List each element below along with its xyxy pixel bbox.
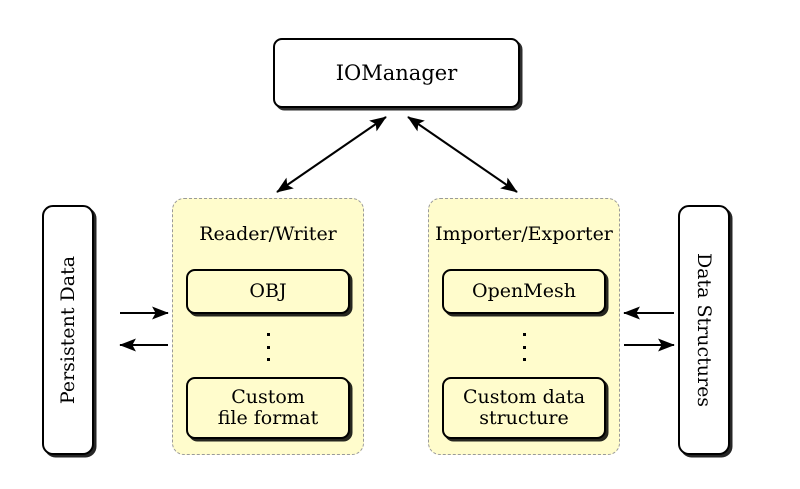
group-reader-writer-title: Reader/Writer <box>199 223 337 245</box>
ellipsis-reader-writer <box>267 333 270 361</box>
connector-iomanager-importerexporter <box>407 116 518 193</box>
node-custom-file-format-line1: Custom <box>231 385 305 408</box>
node-custom-file-format[interactable]: Custom file format <box>186 377 350 439</box>
ellipsis-importer-exporter <box>523 333 526 361</box>
node-persistent-data-label: Persistent Data <box>57 255 79 405</box>
node-obj-label: OBJ <box>249 279 287 302</box>
node-data-structures-label: Data Structures <box>693 252 715 408</box>
node-data-structures[interactable]: Data Structures <box>678 205 730 455</box>
node-custom-data-structure[interactable]: Custom data structure <box>442 377 606 439</box>
node-iomanager-label: IOManager <box>335 61 458 85</box>
group-importer-exporter-title: Importer/Exporter <box>435 223 613 245</box>
node-openmesh[interactable]: OpenMesh <box>442 269 606 314</box>
node-openmesh-label: OpenMesh <box>472 279 576 302</box>
node-persistent-data[interactable]: Persistent Data <box>42 205 94 455</box>
node-iomanager[interactable]: IOManager <box>273 38 520 108</box>
node-custom-data-structure-line2: structure <box>479 407 569 429</box>
node-custom-data-structure-line1: Custom data <box>462 385 586 408</box>
node-obj[interactable]: OBJ <box>186 269 350 314</box>
connector-iomanager-readerwriter <box>276 116 387 193</box>
node-custom-file-format-line2: file format <box>217 407 319 429</box>
